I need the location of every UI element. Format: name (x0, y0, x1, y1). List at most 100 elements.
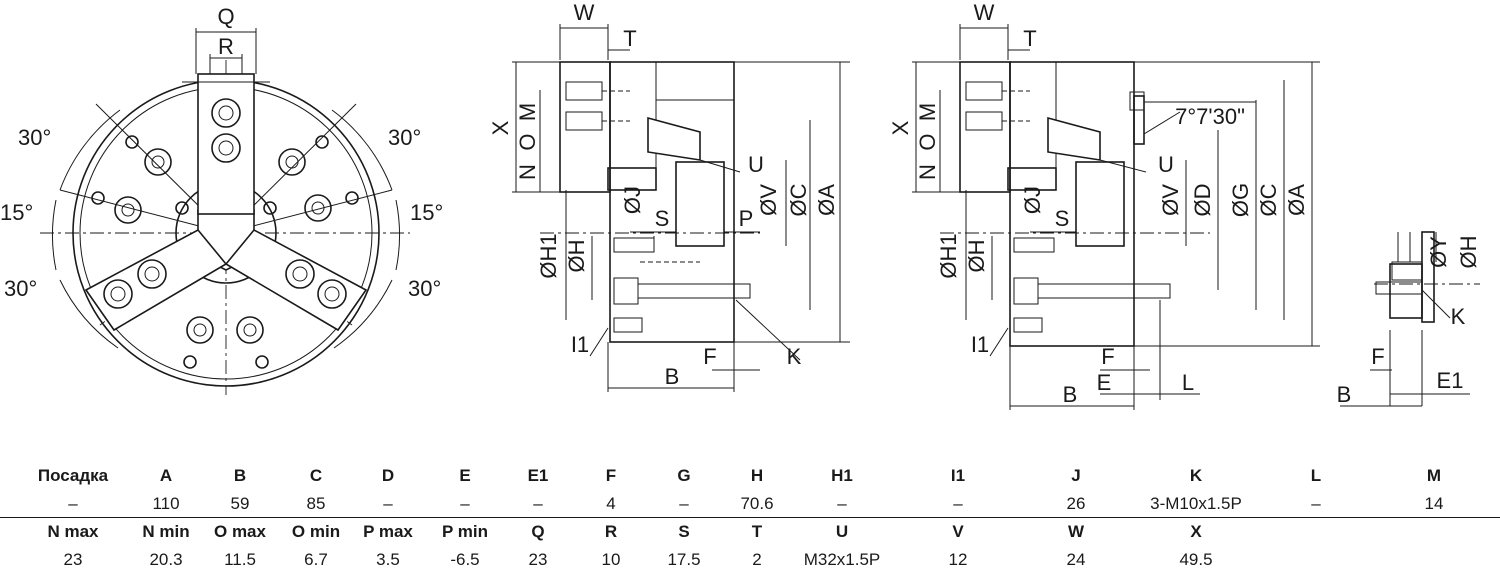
table-value-cell-10: – (837, 494, 847, 513)
table-header-cell-1: A (159, 466, 173, 485)
label-D: ØD (1190, 184, 1215, 217)
label-B-1: B (665, 364, 680, 389)
section-view-1: W T X M O N ØJ S P U ØV ØC ØA ØH1 ØH I1 … (488, 0, 850, 392)
label-M-1: M (515, 103, 540, 121)
label-H1-1: ØH1 (536, 233, 561, 278)
label-A-1: ØA (814, 184, 839, 216)
table-header-cell-10: U (835, 522, 849, 541)
label-C-2: ØC (1256, 183, 1281, 216)
table-header-cell-6: Q (531, 522, 545, 541)
label-I1-1: I1 (571, 332, 589, 357)
label-T-2: T (1023, 26, 1036, 51)
table-value-cell-8: – (679, 494, 689, 513)
label-angle-30-tr: 30° (388, 125, 421, 150)
table-value-cell-7: 10 (601, 550, 621, 569)
table-value-cell-2: 59 (230, 494, 250, 513)
table-header-cell-12: W (1067, 522, 1085, 541)
table-value-cell-1: 20.3 (149, 550, 183, 569)
label-N-1: N (515, 164, 540, 180)
table-header-cell-8: S (678, 522, 690, 541)
table-header-cell-14: L (1310, 466, 1322, 485)
table-value-cell-7: 4 (606, 494, 616, 513)
label-U-2: U (1158, 152, 1174, 177)
label-R: R (218, 34, 234, 59)
section-view-2: W T X M O N ØJ S U 7°7'30" ØV ØD ØG ØC Ø… (888, 0, 1320, 410)
table-header-cell-8: G (677, 466, 691, 485)
table-header-cell-3: C (309, 466, 323, 485)
label-angle-15-r: 15° (410, 200, 443, 225)
label-J-2: ØJ (1020, 186, 1045, 214)
table-value-cell-11: – (953, 494, 963, 513)
label-M-2: M (915, 103, 940, 121)
label-F-3: F (1371, 344, 1384, 369)
table-header-cell-5: P min (442, 522, 488, 541)
label-P: P (739, 206, 754, 231)
table-value-cell-2: 11.5 (224, 550, 256, 569)
table-value-cell-1: 110 (152, 494, 180, 513)
label-N-2: N (915, 164, 940, 180)
label-X-1: X (488, 120, 513, 135)
table-value-cell-14: – (1311, 494, 1321, 513)
table-header-cell-7: F (605, 466, 617, 485)
table-value-cell-0: – (68, 494, 78, 513)
table-header-cell-2: B (233, 466, 247, 485)
label-U-1: U (748, 152, 764, 177)
label-angle-30-br: 30° (408, 276, 441, 301)
label-B-3: B (1337, 382, 1352, 407)
table-header-cell-4: P max (363, 522, 413, 541)
table-value-cell-3: 6.7 (304, 550, 328, 569)
table-value-cell-5: -6.5 (450, 550, 480, 569)
table-header-cell-9: H (750, 466, 764, 485)
label-E: E (1097, 370, 1112, 395)
label-J-1: ØJ (620, 186, 645, 214)
label-V-1: ØV (756, 184, 781, 216)
label-F-2: F (1101, 344, 1114, 369)
label-X-2: X (888, 120, 913, 135)
label-T-1: T (623, 26, 636, 51)
label-O-2: O (915, 133, 940, 150)
label-S-2: S (1055, 206, 1070, 231)
table-header-cell-1: N min (142, 522, 190, 541)
table-value-cell-4: 3.5 (376, 550, 400, 569)
label-K-2: K (1451, 304, 1466, 329)
label-V-2: ØV (1158, 184, 1183, 216)
table-value-cell-12: 24 (1066, 550, 1086, 569)
table-header-cell-4: D (381, 466, 395, 485)
table-header-cell-5: E (459, 466, 471, 485)
label-angle-15-l: 15° (0, 200, 33, 225)
label-S-1: S (655, 206, 670, 231)
table-value-cell-4: – (383, 494, 393, 513)
label-C-1: ØC (786, 183, 811, 216)
table-value-cell-9: 2 (752, 550, 762, 569)
table-value-cell-3: 85 (306, 494, 326, 513)
label-Q: Q (217, 4, 234, 29)
label-F-1: F (703, 344, 716, 369)
label-K-1: K (787, 344, 802, 369)
table-value-cell-13: 49.5 (1179, 550, 1213, 569)
label-I1-2: I1 (971, 332, 989, 357)
label-W-1: W (574, 0, 595, 25)
label-H-2: ØH (964, 240, 989, 273)
table-header-cell-7: R (604, 522, 618, 541)
label-angle-30-tl: 30° (18, 125, 51, 150)
table-header-cell-12: J (1071, 466, 1081, 485)
table-value-cell-5: – (460, 494, 470, 513)
label-E1: E1 (1437, 368, 1464, 393)
label-angle: 7°7'30" (1175, 104, 1245, 129)
table-value-cell-6: 23 (528, 550, 548, 569)
table-header-cell-3: O min (291, 522, 341, 541)
table-header-cell-6: E1 (527, 466, 549, 485)
table-value-cell-0: 23 (63, 550, 83, 569)
table-header-cell-0: Посадка (37, 466, 109, 485)
table-header-cell-13: K (1189, 466, 1203, 485)
label-W-2: W (974, 0, 995, 25)
label-H-1: ØH (564, 240, 589, 273)
table-value-cell-9: 70.6 (740, 494, 774, 513)
table-header-cell-13: X (1190, 522, 1202, 541)
label-B-2: B (1063, 382, 1078, 407)
table-value-cell-15: 14 (1424, 494, 1444, 513)
